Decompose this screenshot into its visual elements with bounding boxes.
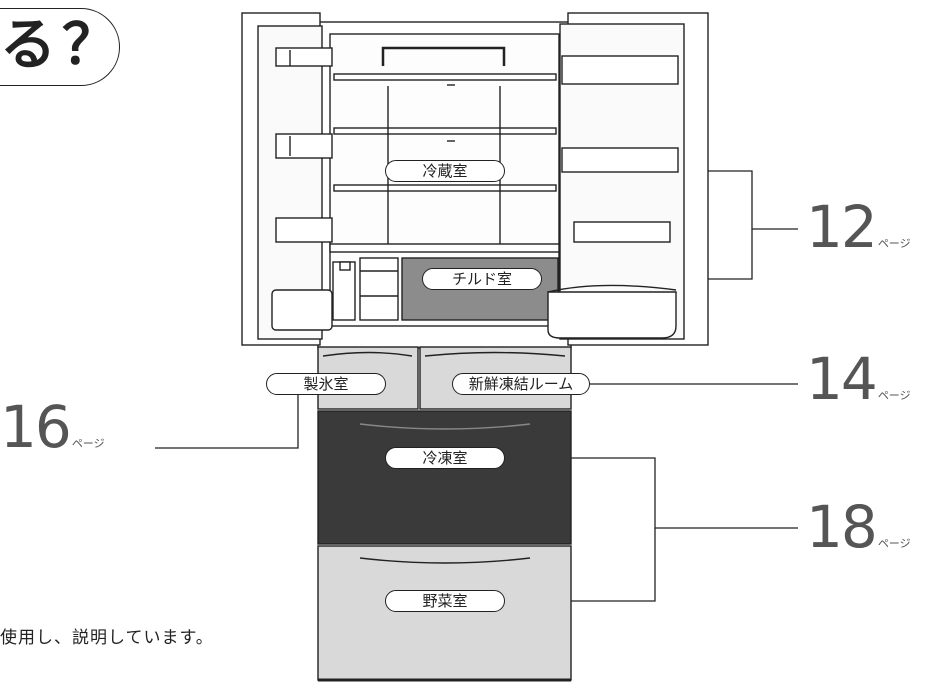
page-title: る？	[0, 13, 124, 78]
right-door	[547, 12, 709, 346]
label-freezer-room: 冷凍室	[385, 447, 505, 469]
footer-note: 使用し、説明しています。	[0, 628, 214, 648]
label-vegetable-room: 野菜室	[385, 590, 505, 612]
page-number-16: 16	[0, 393, 72, 461]
label-chilled-room: チルド室	[422, 268, 542, 290]
page-number-14: 14	[806, 345, 878, 413]
leader-line-ice	[155, 393, 299, 449]
title-badge	[0, 8, 120, 86]
label-fridge-room: 冷蔵室	[385, 160, 505, 182]
leader-line-freezer	[505, 457, 798, 529]
fridge-compartment	[317, 21, 572, 349]
page-unit-label: ページ	[877, 237, 911, 250]
vegetable-drawer	[317, 545, 572, 682]
page-unit-label: ページ	[877, 389, 911, 402]
label-ice-room: 製氷室	[266, 373, 386, 395]
freezer-drawer	[317, 410, 572, 545]
page-number-18: 18	[806, 493, 878, 561]
page-number-12: 12	[806, 193, 878, 261]
page-unit-label: ページ	[877, 537, 911, 550]
label-quick-freeze-room: 新鮮凍結ルーム	[452, 373, 590, 395]
left-door	[241, 12, 333, 346]
page-unit-label: ページ	[71, 437, 105, 450]
